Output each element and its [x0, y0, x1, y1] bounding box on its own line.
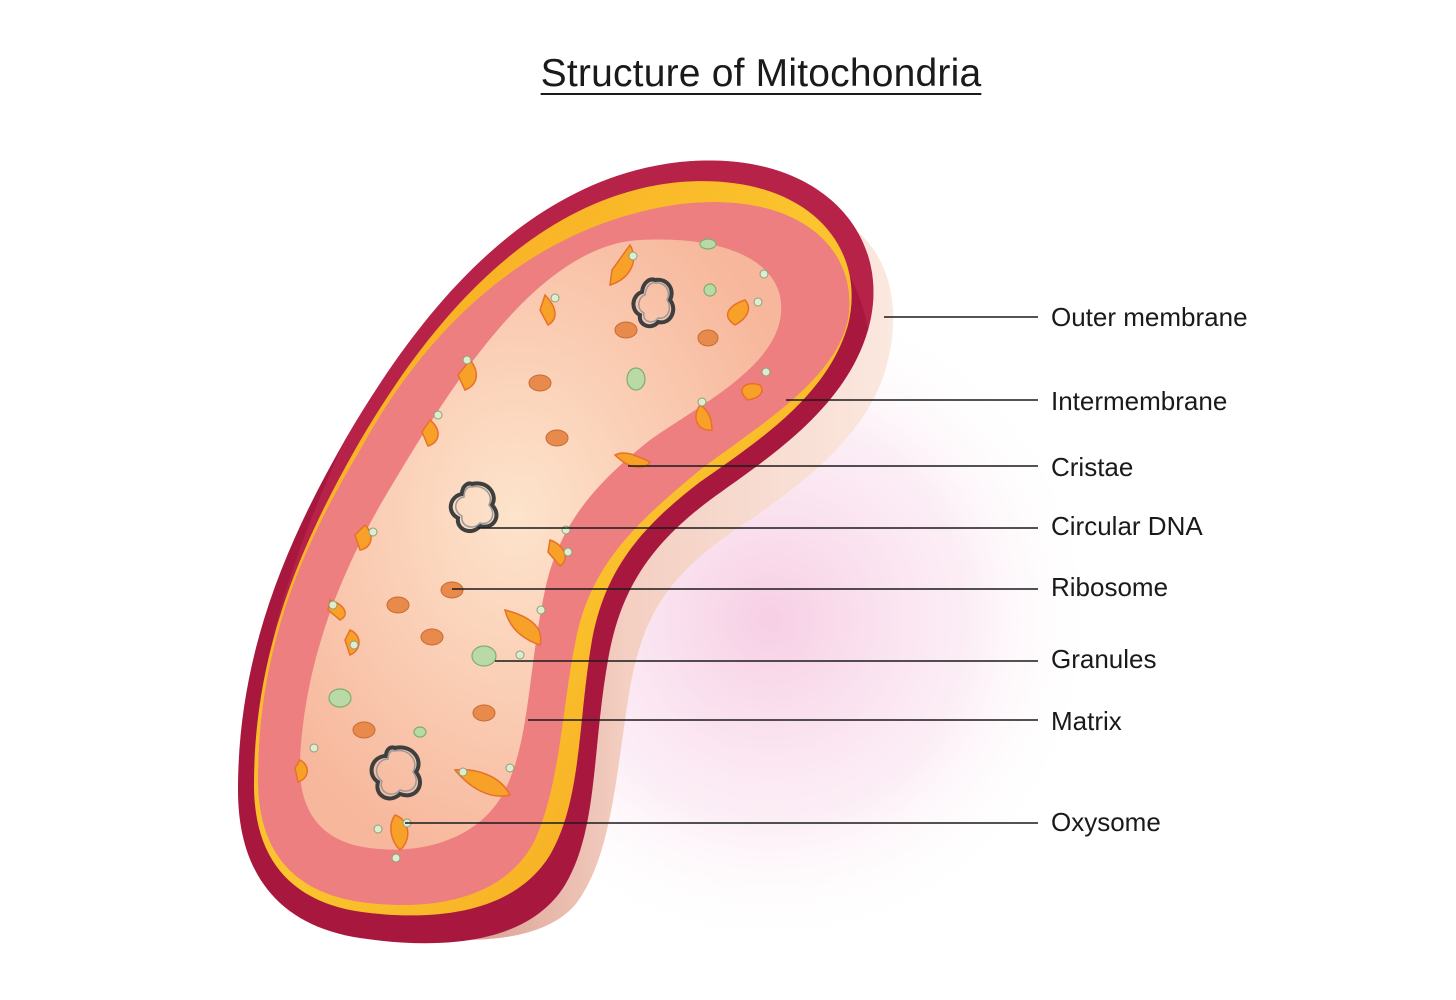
circular-dna-loop [631, 277, 676, 329]
oxysome [561, 525, 571, 535]
oxysome [328, 600, 338, 610]
oxysome [433, 410, 443, 420]
label-circular-dna: Circular DNA [1051, 511, 1203, 541]
ribosome [545, 429, 569, 447]
ribosome [440, 581, 464, 599]
oxysome [628, 251, 638, 261]
oxysome [368, 527, 378, 537]
oxysome [697, 397, 707, 407]
oxysome [515, 650, 525, 660]
ribosome [420, 628, 444, 646]
granule [699, 238, 717, 250]
ribosome [614, 321, 638, 339]
oxysome [349, 640, 359, 650]
label-matrix: Matrix [1051, 706, 1122, 736]
ribosome [472, 704, 496, 722]
label-cristae: Cristae [1051, 452, 1134, 482]
ribosome [386, 596, 410, 614]
oxysome [309, 743, 319, 753]
oxysome [550, 293, 560, 303]
ribosomes [352, 321, 719, 739]
granule [703, 283, 717, 297]
granule [328, 688, 352, 708]
circular-dna-group [369, 277, 676, 801]
label-ribosome: Ribosome [1051, 572, 1169, 602]
oxysome [759, 269, 769, 279]
oxysome [462, 355, 472, 365]
ribosome [352, 721, 376, 739]
matrix-region [299, 239, 782, 850]
diagram-title: Structure of Mitochondria [540, 52, 982, 95]
oxysome [563, 547, 573, 557]
oxysome [391, 853, 401, 863]
oxysome [373, 824, 383, 834]
label-oxysome: Oxysome [1051, 807, 1161, 837]
ribosome [528, 374, 552, 392]
granule [413, 726, 427, 738]
label-granules: Granules [1051, 644, 1157, 674]
leader-lines [405, 316, 1038, 824]
oxysome [505, 763, 515, 773]
oxysome [761, 367, 771, 377]
circular-dna-loop [369, 745, 422, 801]
label-intermembrane: Intermembrane [1051, 386, 1228, 416]
cristae-folds [294, 243, 763, 852]
granules [328, 238, 717, 738]
granule [471, 645, 497, 667]
ribosome [697, 329, 719, 347]
oxysome [753, 297, 763, 307]
granule [626, 367, 646, 391]
oxysome [536, 605, 546, 615]
label-outer-membrane: Outer membrane [1051, 302, 1248, 332]
circular-dna-loop [448, 481, 499, 534]
oxysome [458, 767, 468, 777]
